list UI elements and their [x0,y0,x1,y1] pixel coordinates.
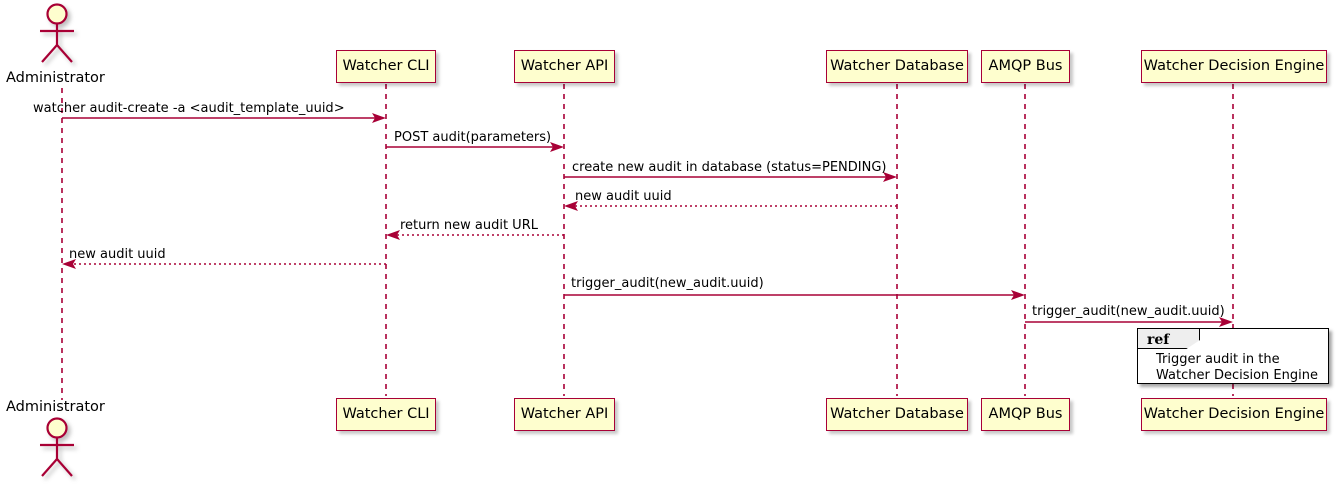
participant-box-watcher-cli-top[interactable]: Watcher CLI [336,50,436,83]
message-arrow-watcher-audit-create [62,113,386,123]
participant-label: Watcher Database [830,406,964,423]
participant-label: Watcher CLI [342,58,430,75]
participant-label: Watcher API [520,58,609,75]
message-arrows [62,113,1233,327]
message-label-post-audit: POST audit(parameters) [394,130,552,145]
participant-box-amqp-bus-top[interactable]: AMQP Bus [981,50,1070,83]
participant-label: Watcher API [520,406,609,423]
actor-label-administrator-top: Administrator [6,70,105,86]
message-label-watcher-audit-create: watcher audit-create -a <audit_template_… [33,101,345,116]
participant-label: Watcher Database [830,58,964,75]
message-label-new-audit-uuid-db: new audit uuid [575,189,672,204]
ref-fragment-tab: ref [1138,329,1200,349]
message-arrow-trigger-audit-engine [1025,317,1233,327]
message-arrow-new-audit-uuid-db [564,201,897,211]
ref-fragment-line-2: Watcher Decision Engine [1156,368,1318,383]
participant-label: AMQP Bus [988,406,1063,423]
ref-fragment-line-1: Trigger audit in the [1156,352,1280,367]
message-label-return-new-audit-url: return new audit URL [400,218,538,233]
participant-box-watcher-database-top[interactable]: Watcher Database [826,50,968,83]
message-arrow-new-audit-uuid-cli [62,259,386,269]
participant-box-watcher-decision-engine-bottom[interactable]: Watcher Decision Engine [1141,398,1327,431]
participant-box-watcher-api-bottom[interactable]: Watcher API [514,398,615,431]
participant-box-watcher-api-top[interactable]: Watcher API [514,50,615,83]
participant-label: Watcher CLI [342,406,430,423]
message-label-trigger-audit-engine: trigger_audit(new_audit.uuid) [1032,304,1225,319]
actor-figure-bottom [40,417,74,477]
actor-figure-top [40,3,74,63]
message-label-trigger-audit-amqp: trigger_audit(new_audit.uuid) [571,276,764,291]
lifelines [61,84,1234,400]
message-arrow-return-new-audit-url [386,230,564,240]
participant-box-amqp-bus-bottom[interactable]: AMQP Bus [981,398,1070,431]
ref-fragment: ref Trigger audit in the Watcher Decisio… [1137,328,1329,384]
message-arrow-post-audit [386,142,564,152]
message-label-new-audit-uuid-cli: new audit uuid [69,247,166,262]
participant-label: AMQP Bus [988,58,1063,75]
participant-box-watcher-database-bottom[interactable]: Watcher Database [826,398,968,431]
message-label-create-new-audit: create new audit in database (status=PEN… [572,160,887,175]
participant-label: Watcher Decision Engine [1143,58,1325,75]
participant-box-watcher-cli-bottom[interactable]: Watcher CLI [336,398,436,431]
participant-box-watcher-decision-engine-top[interactable]: Watcher Decision Engine [1141,50,1327,83]
message-arrow-trigger-audit-amqp [564,290,1025,300]
ref-fragment-tab-label: ref [1147,332,1170,348]
actor-label-administrator-bottom: Administrator [6,399,105,415]
participant-label: Watcher Decision Engine [1143,406,1325,423]
message-arrow-create-new-audit [564,172,897,182]
